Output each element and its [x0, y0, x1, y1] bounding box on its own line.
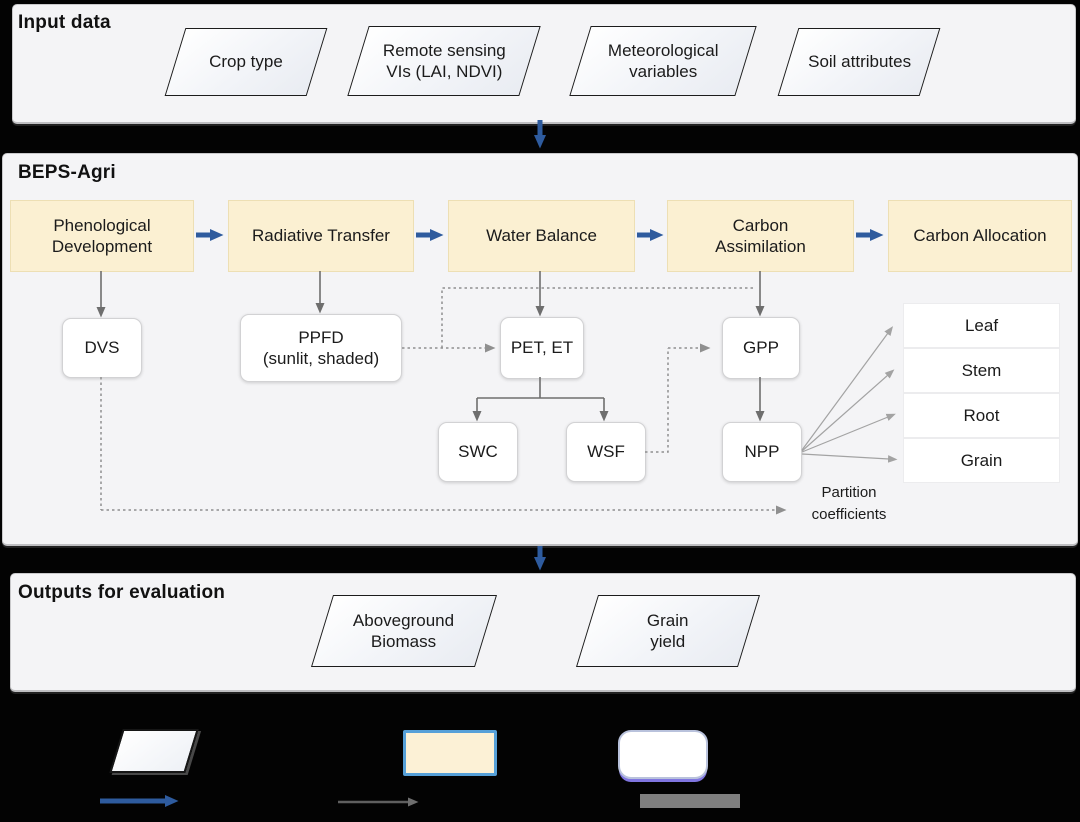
var-label: PPFD (sunlit, shaded): [262, 327, 380, 368]
pool-label: Leaf: [964, 315, 999, 335]
module-radiative-transfer: Radiative Transfer: [228, 200, 414, 272]
module-label: Carbon Allocation: [913, 226, 1047, 246]
partition-coefficients-label: Partition coefficients: [811, 484, 887, 523]
module-carbon-allocation: Carbon Allocation: [888, 200, 1072, 272]
legend-input-output-shape: [109, 729, 199, 773]
beps-panel-title: BEPS-Agri: [18, 162, 116, 183]
pool-root: Root: [903, 393, 1060, 438]
input-crop-type-label: Crop type: [209, 52, 283, 72]
var-gpp: GPP: [722, 317, 800, 379]
var-npp: NPP: [722, 422, 802, 482]
output-grain-yield-label: Grain yield: [647, 610, 689, 651]
var-dvs: DVS: [62, 318, 142, 378]
output-aboveground-biomass-label: Aboveground Biomass: [353, 610, 455, 651]
input-meteorological-label: Meteorological variables: [607, 40, 719, 81]
module-phenological-development: Phenological Development: [10, 200, 194, 272]
pool-label: Grain: [960, 450, 1003, 470]
outputs-panel: [10, 573, 1076, 692]
legend-module-shape: [403, 730, 497, 776]
legend-arrows: [338, 794, 740, 808]
legend-gray-bar: [640, 794, 740, 808]
input-panel-title: Input data: [18, 12, 111, 33]
var-label: NPP: [744, 442, 780, 462]
var-label: GPP: [743, 338, 779, 358]
output-aboveground-biomass: Aboveground Biomass: [310, 595, 498, 667]
var-label: DVS: [84, 338, 120, 358]
var-label: WSF: [587, 442, 625, 462]
pool-grain: Grain: [903, 438, 1060, 483]
module-label: Phenological Development: [51, 215, 153, 256]
outputs-panel-title: Outputs for evaluation: [18, 582, 226, 603]
legend-variable-shape: [618, 730, 708, 779]
var-label: SWC: [458, 442, 498, 462]
module-label: Water Balance: [486, 226, 597, 246]
pool-stem: Stem: [903, 348, 1060, 393]
module-water-balance: Water Balance: [448, 200, 635, 272]
input-meteorological: Meteorological variables: [569, 26, 757, 96]
output-grain-yield: Grain yield: [575, 595, 761, 667]
var-label: PET, ET: [510, 338, 574, 358]
var-wsf: WSF: [566, 422, 646, 482]
pool-leaf: Leaf: [903, 303, 1060, 348]
input-crop-type: Crop type: [164, 28, 328, 96]
module-label: Radiative Transfer: [252, 226, 390, 246]
input-remote-sensing-label: Remote sensing VIs (LAI, NDVI): [382, 40, 506, 81]
input-soil-attributes: Soil attributes: [777, 28, 941, 96]
pool-label: Stem: [961, 360, 1002, 380]
pool-label: Root: [963, 405, 1000, 425]
input-remote-sensing: Remote sensing VIs (LAI, NDVI): [347, 26, 541, 96]
module-label: Carbon Assimilation: [715, 215, 806, 256]
var-swc: SWC: [438, 422, 518, 482]
module-carbon-assimilation: Carbon Assimilation: [667, 200, 854, 272]
input-soil-attributes-label: Soil attributes: [807, 52, 911, 72]
var-pet-et: PET, ET: [500, 317, 584, 379]
var-ppfd: PPFD (sunlit, shaded): [240, 314, 402, 382]
